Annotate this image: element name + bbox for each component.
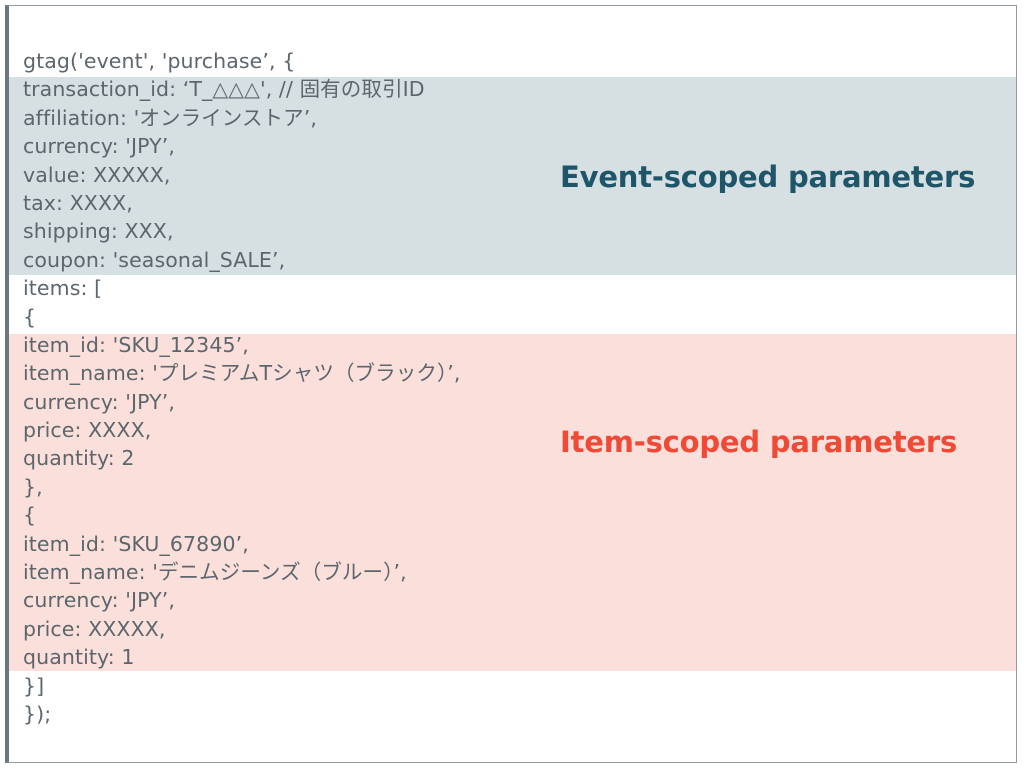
code-line: item_id: 'SKU_67890’, xyxy=(23,531,249,556)
code-line: coupon: 'seasonal_SALE’, xyxy=(23,247,286,272)
code-line: shipping: XXX, xyxy=(23,219,174,244)
item-scoped-highlight-band xyxy=(9,334,1016,671)
code-line: { xyxy=(23,304,37,329)
code-line: { xyxy=(23,503,37,528)
code-line: gtag('event', 'purchase’, { xyxy=(23,49,296,73)
code-line: price: XXXX, xyxy=(23,418,152,443)
event-scoped-highlight-band xyxy=(9,77,1016,275)
code-line: items: [ xyxy=(23,276,103,301)
code-line: item_name: 'デニムジーンズ（ブルー）’, xyxy=(23,560,407,585)
code-line: }, xyxy=(23,474,43,499)
code-line: quantity: 1 xyxy=(23,645,135,670)
code-line: tax: XXXX, xyxy=(23,190,133,215)
code-line: transaction_id: ‘T_△△△', // 固有の取引ID xyxy=(23,77,425,102)
code-line: }); xyxy=(23,701,52,726)
code-line: value: XXXXX, xyxy=(23,162,171,187)
code-line: price: XXXXX, xyxy=(23,616,166,641)
item-scoped-parameters-label: Item-scoped parameters xyxy=(560,425,958,459)
code-line: item_name: 'プレミアムTシャツ（ブラック）’, xyxy=(23,361,461,386)
code-line: currency: 'JPY’, xyxy=(23,389,175,414)
slide-canvas: gtag('event', 'purchase’, { transaction_i… xyxy=(5,5,1017,763)
code-block: gtag('event', 'purchase’, { transaction_i… xyxy=(9,6,1016,728)
code-line: item_id: 'SKU_12345’, xyxy=(23,332,249,357)
event-scoped-parameters-label: Event-scoped parameters xyxy=(560,160,976,194)
code-line: }] xyxy=(23,673,45,698)
code-line: currency: 'JPY’, xyxy=(23,134,175,159)
code-line: quantity: 2 xyxy=(23,446,135,471)
code-line: currency: 'JPY’, xyxy=(23,588,175,613)
code-line: affiliation: 'オンラインストア’, xyxy=(23,105,317,130)
